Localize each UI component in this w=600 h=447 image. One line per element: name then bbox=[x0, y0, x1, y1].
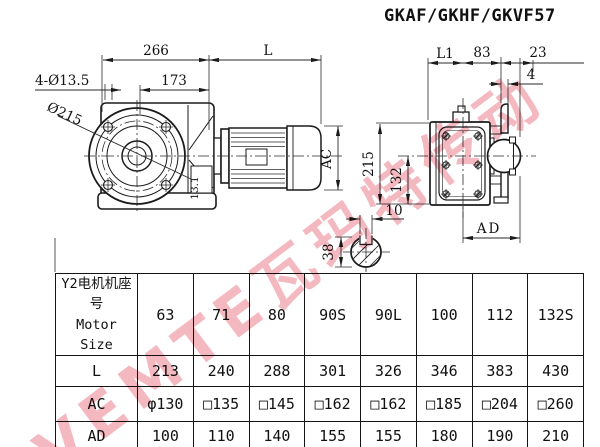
column-header: 90S bbox=[304, 273, 361, 356]
table-cell: 155 bbox=[360, 421, 417, 447]
table-cell: 180 bbox=[415, 421, 473, 447]
side-view-drawing: L1 83 23 4 215 132 AD bbox=[361, 45, 584, 243]
row-label: L bbox=[55, 355, 138, 387]
dim-AD-label: AD bbox=[476, 221, 502, 237]
table-row: AC φ130 □135 □145 □162 □162 □185 □204 □2… bbox=[55, 386, 584, 422]
dim-83-label: 83 bbox=[473, 45, 490, 61]
dim-266-label: 266 bbox=[143, 43, 169, 59]
table-cell: 301 bbox=[304, 355, 361, 387]
table-cell: 140 bbox=[248, 421, 306, 447]
technical-drawing: 13.1 266 L 173 4-Ø13.5 Ø215 AC bbox=[35, 43, 584, 272]
table-cell: □162 bbox=[360, 386, 417, 422]
table-cell: □185 bbox=[415, 386, 473, 422]
column-header: 80 bbox=[248, 273, 306, 356]
table-cell: 110 bbox=[192, 421, 250, 447]
dim-bolt-holes-label: 4-Ø13.5 bbox=[35, 73, 89, 89]
table-cell: φ130 bbox=[137, 386, 194, 422]
row-label: AC bbox=[55, 386, 138, 422]
table-cell: 100 bbox=[137, 421, 194, 447]
motor-fins bbox=[231, 132, 285, 184]
column-header: 132S bbox=[527, 273, 584, 356]
table-cell: □162 bbox=[304, 386, 361, 422]
table-cell: 240 bbox=[192, 355, 250, 387]
motor-size-table: Y2电机机座号 Motor Size 63 71 80 90S 90L 100 … bbox=[55, 273, 584, 447]
table-cell: 210 bbox=[527, 421, 584, 447]
table-cell: 288 bbox=[248, 355, 306, 387]
table-row: L 213 240 288 301 326 346 383 430 bbox=[55, 355, 584, 387]
column-header: 90L bbox=[360, 273, 417, 356]
front-view-drawing: 13.1 266 L 173 4-Ø13.5 Ø215 AC bbox=[35, 43, 345, 214]
dim-shaft-flat-label: 38 bbox=[321, 243, 337, 260]
motor-size-header-en: Motor Size bbox=[76, 316, 117, 353]
dim-flange-dia-label: Ø215 bbox=[44, 99, 84, 129]
dim-215-label: 215 bbox=[361, 151, 377, 177]
dim-4-label: 4 bbox=[527, 67, 536, 83]
table-cell: 346 bbox=[415, 355, 473, 387]
table-row: AD 100 110 140 155 155 180 190 210 bbox=[55, 421, 584, 447]
dim-L-label: L bbox=[264, 43, 273, 59]
table-cell: 326 bbox=[360, 355, 417, 387]
table-cell: 213 bbox=[137, 355, 194, 387]
table-cell: □204 bbox=[471, 386, 529, 422]
table-cell: □145 bbox=[248, 386, 306, 422]
row-label: AD bbox=[55, 421, 138, 447]
table-cell: 383 bbox=[471, 355, 529, 387]
column-header: 100 bbox=[415, 273, 473, 356]
table-cell: 155 bbox=[304, 421, 361, 447]
column-header: 71 bbox=[192, 273, 250, 356]
cover-screws bbox=[441, 131, 483, 199]
table-header-row: Y2电机机座号 Motor Size 63 71 80 90S 90L 100 … bbox=[55, 273, 584, 356]
table-cell: □260 bbox=[527, 386, 584, 422]
shaft-section-drawing: 10 38 bbox=[54, 203, 404, 272]
table-cell: 430 bbox=[527, 355, 584, 387]
column-header: 112 bbox=[471, 273, 529, 356]
column-header: 63 bbox=[137, 273, 194, 356]
motor-size-header-cell: Y2电机机座号 Motor Size bbox=[55, 273, 138, 356]
dim-L1-label: L1 bbox=[436, 46, 454, 62]
motor-size-header-cn: Y2电机机座号 bbox=[61, 276, 132, 313]
dim-132-label: 132 bbox=[389, 167, 405, 193]
fan-cover bbox=[286, 125, 322, 191]
page-title: GKAF/GKHF/GKVF57 bbox=[384, 6, 556, 26]
table-cell: 190 bbox=[471, 421, 529, 447]
dim-AC-label: AC bbox=[319, 149, 335, 170]
dim-23-label: 23 bbox=[529, 45, 546, 61]
housing-code-label: 13.1 bbox=[189, 176, 201, 199]
dim-key-width-label: 10 bbox=[385, 203, 402, 219]
table-cell: □135 bbox=[192, 386, 250, 422]
bolt-holes bbox=[101, 120, 173, 192]
dim-173-label: 173 bbox=[161, 73, 187, 89]
